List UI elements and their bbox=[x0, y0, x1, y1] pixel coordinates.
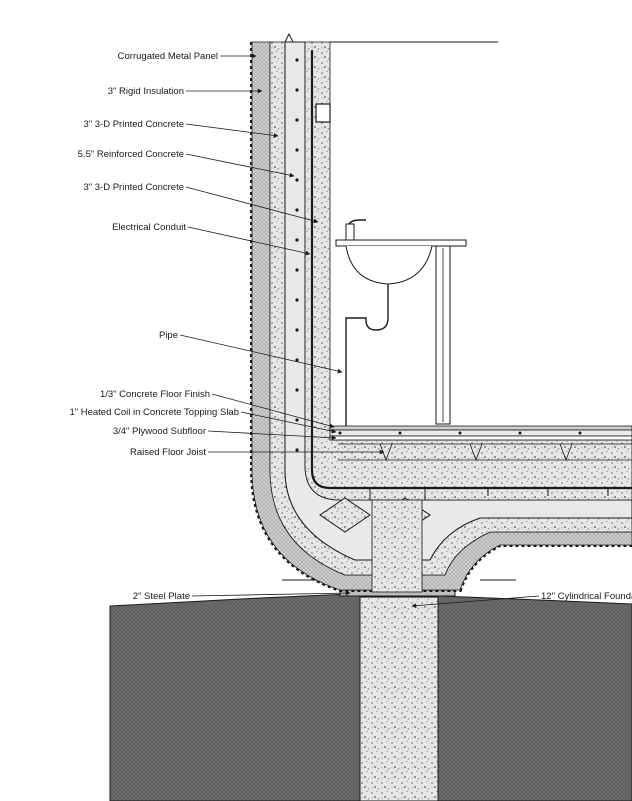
label-printed-concrete-inner: 3" 3-D Printed Concrete bbox=[83, 182, 319, 224]
svg-text:12" Cylindrical Foundation: 12" Cylindrical Foundation bbox=[541, 591, 632, 602]
label-concrete-floor-finish: 1/3" Concrete Floor Finish bbox=[100, 389, 335, 429]
outlet-box bbox=[315, 103, 331, 123]
svg-text:5.5" Reinforced Concrete: 5.5" Reinforced Concrete bbox=[78, 149, 184, 160]
label-cylindrical-foundation: 12" Cylindrical Foundation bbox=[411, 591, 632, 609]
svg-text:Raised Floor Joist: Raised Floor Joist bbox=[130, 447, 206, 458]
label-reinforced-concrete: 5.5" Reinforced Concrete bbox=[78, 149, 295, 178]
svg-text:1" Heated Coil in Concrete Top: 1" Heated Coil in Concrete Topping Slab bbox=[69, 407, 239, 418]
sink-vanity bbox=[335, 219, 467, 426]
label-pipe: Pipe bbox=[159, 330, 343, 374]
label-heated-coil: 1" Heated Coil in Concrete Topping Slab bbox=[69, 407, 337, 434]
svg-text:Corrugated Metal Panel: Corrugated Metal Panel bbox=[118, 51, 218, 62]
svg-text:Pipe: Pipe bbox=[159, 330, 178, 341]
concrete-topping-slab bbox=[329, 429, 632, 437]
foundation-core bbox=[371, 499, 423, 593]
label-steel-plate: 2" Steel Plate bbox=[133, 590, 351, 602]
svg-text:2" Steel Plate: 2" Steel Plate bbox=[133, 591, 190, 602]
rebar bbox=[295, 58, 299, 452]
label-printed-concrete-outer: 3" 3-D Printed Concrete bbox=[83, 119, 279, 138]
svg-text:1/3" Concrete Floor Finish: 1/3" Concrete Floor Finish bbox=[100, 389, 210, 400]
label-plywood-subfloor: 3/4" Plywood Subfloor bbox=[113, 426, 337, 441]
label-raised-floor-joist: Raised Floor Joist bbox=[130, 447, 385, 458]
svg-text:Electrical Conduit: Electrical Conduit bbox=[112, 222, 186, 233]
label-corrugated-metal-panel: Corrugated Metal Panel bbox=[118, 51, 257, 62]
cylindrical-foundation bbox=[359, 596, 439, 801]
raised-floor-joist bbox=[338, 443, 632, 462]
plywood-subfloor bbox=[329, 435, 632, 441]
heated-coil bbox=[338, 431, 582, 435]
svg-text:3" 3-D Printed Concrete: 3" 3-D Printed Concrete bbox=[83, 119, 184, 130]
svg-text:3" 3-D Printed Concrete: 3" 3-D Printed Concrete bbox=[83, 182, 184, 193]
label-electrical-conduit: Electrical Conduit bbox=[112, 222, 311, 256]
concrete-floor-finish bbox=[329, 425, 632, 431]
label-rigid-insulation: 3" Rigid Insulation bbox=[108, 86, 263, 97]
svg-text:3/4" Plywood Subfloor: 3/4" Plywood Subfloor bbox=[113, 426, 206, 437]
svg-text:3" Rigid Insulation: 3" Rigid Insulation bbox=[108, 86, 184, 97]
